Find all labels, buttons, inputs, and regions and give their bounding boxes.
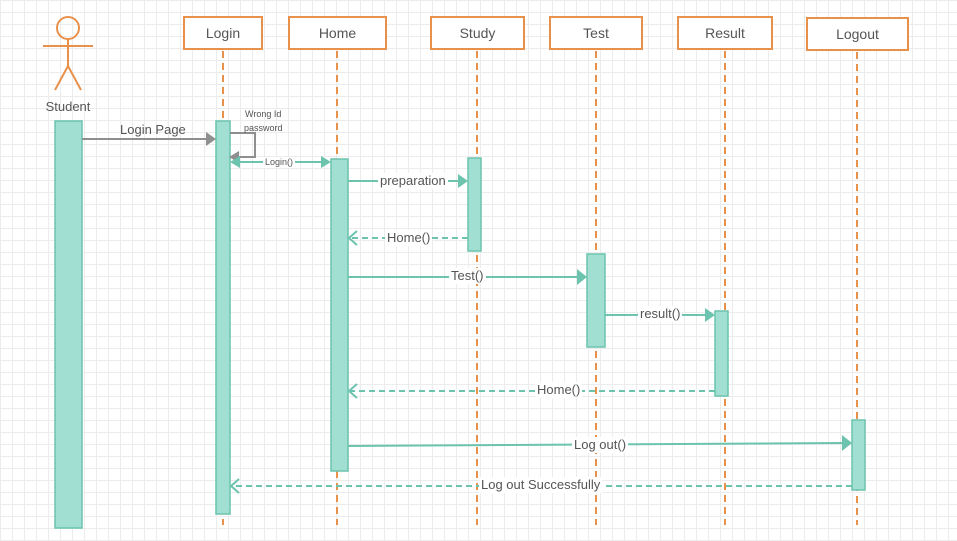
message-login-page-arrow bbox=[82, 132, 216, 146]
activation-login bbox=[215, 120, 231, 515]
message-wrong-id-label-line2: password bbox=[244, 123, 283, 133]
activation-logout bbox=[851, 419, 866, 491]
lifeline-test-label: Test bbox=[583, 25, 609, 41]
lifeline-test-box[interactable]: Test bbox=[549, 16, 643, 50]
lifeline-home-box[interactable]: Home bbox=[288, 16, 387, 50]
lifeline-login-box[interactable]: Login bbox=[183, 16, 263, 50]
activation-result bbox=[714, 310, 729, 397]
message-home-return-result-arrowhead bbox=[347, 383, 358, 399]
message-login-page-label: Login Page bbox=[120, 122, 186, 137]
message-test-call-arrowhead bbox=[577, 269, 587, 285]
lifeline-study-label: Study bbox=[459, 25, 496, 41]
activation-test bbox=[586, 253, 606, 348]
activation-study bbox=[467, 157, 482, 252]
lifeline-logout-box[interactable]: Logout bbox=[806, 17, 909, 51]
message-home-return-result-label: Home() bbox=[535, 382, 583, 398]
message-logout-call-arrowhead bbox=[842, 435, 852, 451]
lifeline-home-label: Home bbox=[318, 25, 357, 41]
lifeline-login-label: Login bbox=[205, 25, 241, 41]
lifeline-logout-label: Logout bbox=[836, 26, 879, 42]
message-wrong-id-label-line1: Wrong Id bbox=[245, 109, 282, 119]
message-home-return-study-label: Home() bbox=[385, 230, 433, 246]
message-test-call-label: Test() bbox=[449, 268, 486, 284]
activation-home bbox=[330, 158, 349, 472]
actor-student-label: Student bbox=[45, 99, 91, 114]
lifeline-study-box[interactable]: Study bbox=[430, 16, 525, 50]
message-login-call-arrowhead bbox=[321, 156, 331, 168]
activation-student bbox=[54, 120, 83, 529]
message-logout-call-label: Log out() bbox=[572, 437, 629, 453]
message-login-call-tail-arrowhead bbox=[230, 156, 240, 168]
message-preparation-arrowhead bbox=[458, 174, 468, 188]
message-logout-success-label: Log out Successfully bbox=[479, 477, 603, 493]
lifeline-result-label: Result bbox=[705, 25, 745, 41]
message-login-call-label: Login() bbox=[263, 157, 296, 168]
student-actor-icon bbox=[43, 16, 93, 91]
message-home-return-study-arrowhead bbox=[347, 230, 358, 246]
message-result-call-arrowhead bbox=[705, 308, 715, 322]
lifeline-result-box[interactable]: Result bbox=[677, 16, 773, 50]
message-preparation-label: preparation bbox=[378, 173, 448, 189]
message-logout-success-arrowhead bbox=[229, 478, 240, 494]
message-wrong-id-arrow bbox=[229, 132, 256, 163]
message-result-call-label: result() bbox=[638, 306, 683, 322]
